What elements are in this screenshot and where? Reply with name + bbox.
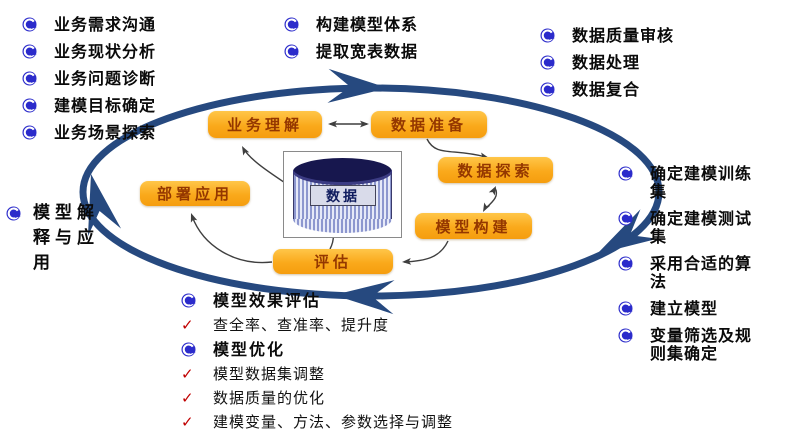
list-item-label: 数据处理 <box>572 53 641 72</box>
list-item: 构建模型体系 <box>284 16 418 34</box>
list-item-label: 采用合适的算法 <box>650 254 753 291</box>
list-item: ✓ 模型数据集调整 <box>181 366 453 383</box>
connector-eval-deploy <box>191 215 273 264</box>
list-item-label: 模型数据集调整 <box>213 365 326 383</box>
circular-arrow-icon <box>618 301 633 316</box>
list-item: 业务场景探索 <box>22 124 156 142</box>
list-item-label: 模型解释与应用 <box>33 203 99 273</box>
list-item: 建立模型 <box>618 300 768 318</box>
check-icon: ✓ <box>181 389 194 407</box>
check-icon: ✓ <box>181 365 194 383</box>
list-item-label: 模型效果评估 <box>213 291 322 310</box>
list-item: 业务问题诊断 <box>22 70 156 88</box>
database-icon: 数据 <box>283 151 402 238</box>
list-item-label: 变量筛选及规则集确定 <box>650 326 753 363</box>
node-label: 数据探索 <box>457 161 534 180</box>
circular-arrow-icon <box>22 125 37 140</box>
circular-arrow-icon <box>22 17 37 32</box>
list-right: 确定建模训练集 确定建模测试集 采用合适的算法 建立模型 变量筛选及规则集确定 <box>618 165 768 372</box>
node-deployment: 部署应用 <box>140 181 250 206</box>
circular-arrow-icon <box>284 44 299 59</box>
circular-arrow-icon <box>540 82 555 97</box>
node-label: 业务理解 <box>226 116 303 134</box>
circular-arrow-icon <box>618 211 633 226</box>
cycle-arrowhead-right <box>597 209 658 254</box>
list-item: ✓ 建模变量、方法、参数选择与调整 <box>181 414 453 431</box>
list-item: 数据处理 <box>540 54 674 72</box>
node-label: 模型构建 <box>435 217 512 236</box>
list-left: 模型解释与应用 <box>6 201 117 276</box>
node-evaluation: 评估 <box>273 249 393 274</box>
list-item: 数据复合 <box>540 81 674 99</box>
circular-arrow-icon <box>284 17 299 32</box>
list-item: 建模目标确定 <box>22 97 156 115</box>
circular-arrow-icon <box>618 166 633 181</box>
cycle-arrowhead-bottom <box>334 280 395 315</box>
list-item: 业务现状分析 <box>22 43 156 61</box>
node-label: 数据准备 <box>390 116 467 134</box>
list-item-label: 模型优化 <box>213 340 286 359</box>
list-item-label: 构建模型体系 <box>316 15 419 34</box>
connector-dp-de <box>426 138 487 158</box>
list-item-label: 业务现状分析 <box>54 42 157 61</box>
list-item-label: 业务需求沟通 <box>54 15 157 34</box>
circular-arrow-icon <box>540 28 555 43</box>
list-top-middle: 构建模型体系 提取宽表数据 <box>284 16 418 70</box>
node-label: 部署应用 <box>156 185 233 203</box>
list-item: 确定建模训练集 <box>618 165 768 201</box>
list-item: 模型优化 <box>181 341 453 359</box>
check-icon: ✓ <box>181 316 194 334</box>
list-item-label: 业务问题诊断 <box>54 69 157 88</box>
list-item: ✓ 数据质量的优化 <box>181 390 453 407</box>
check-icon: ✓ <box>181 413 194 431</box>
node-model-building: 模型构建 <box>415 213 532 239</box>
node-label: 评估 <box>313 253 352 271</box>
list-item-label: 数据复合 <box>572 80 641 99</box>
list-item-label: 建立模型 <box>650 299 719 318</box>
node-data-preparation: 数据准备 <box>371 111 487 138</box>
list-item: 提取宽表数据 <box>284 43 418 61</box>
database-cylinder-top <box>293 158 392 185</box>
list-item: 采用合适的算法 <box>618 255 768 291</box>
list-item: 模型效果评估 <box>181 292 453 310</box>
list-item: ✓ 查全率、查准率、提升度 <box>181 317 453 334</box>
circular-arrow-icon <box>540 55 555 70</box>
circular-arrow-icon <box>6 206 21 221</box>
list-item-label: 建模目标确定 <box>54 96 157 115</box>
cycle-arrow-ellipse <box>79 68 663 315</box>
circular-arrow-icon <box>22 44 37 59</box>
circular-arrow-icon <box>618 256 633 271</box>
list-item-label: 数据质量审核 <box>572 26 675 45</box>
cycle-arrowhead-left <box>87 174 122 237</box>
list-item-label: 业务场景探索 <box>54 123 157 142</box>
list-top-left: 业务需求沟通 业务现状分析 业务问题诊断 建模目标确定 业务场景探索 <box>22 16 156 151</box>
list-bottom: 模型效果评估 ✓ 查全率、查准率、提升度 模型优化 ✓ 模型数据集调整 ✓ 数据质量的… <box>181 292 453 438</box>
node-data-exploration: 数据探索 <box>438 157 553 183</box>
connector-mb-eval <box>403 240 449 263</box>
circular-arrow-icon <box>22 98 37 113</box>
list-item: 业务需求沟通 <box>22 16 156 34</box>
circular-arrow-icon <box>618 328 633 343</box>
circular-arrow-icon <box>181 342 196 357</box>
node-business-understanding: 业务理解 <box>208 111 322 138</box>
list-item-label: 建模变量、方法、参数选择与调整 <box>213 413 454 431</box>
list-item: 数据质量审核 <box>540 27 674 45</box>
list-item-label: 提取宽表数据 <box>316 42 419 61</box>
list-item-label: 查全率、查准率、提升度 <box>213 316 390 334</box>
list-item-label: 确定建模训练集 <box>650 164 753 201</box>
circular-arrow-icon <box>22 71 37 86</box>
list-item-label: 数据质量的优化 <box>213 389 326 407</box>
list-top-right: 数据质量审核 数据处理 数据复合 <box>540 27 674 108</box>
circular-arrow-icon <box>181 293 196 308</box>
list-item: 确定建模测试集 <box>618 210 768 246</box>
list-item: 变量筛选及规则集确定 <box>618 327 768 363</box>
database-label: 数据 <box>310 185 376 206</box>
cycle-arrowhead-top <box>327 68 388 103</box>
list-item-label: 确定建模测试集 <box>650 209 753 246</box>
